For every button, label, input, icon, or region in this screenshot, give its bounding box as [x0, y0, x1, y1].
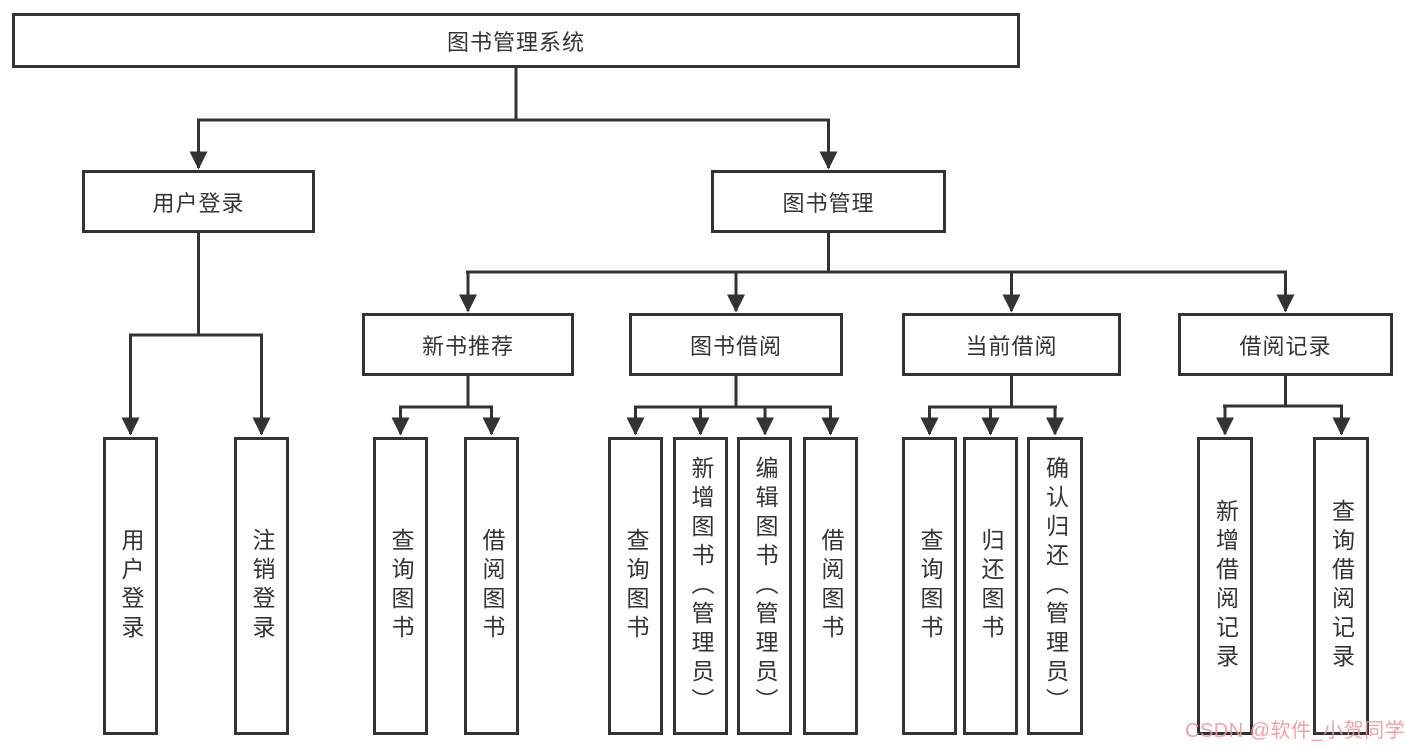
- leaf-add-borrow-record: 新增借阅记录: [1197, 437, 1253, 735]
- leaf-query-borrow-record-label: 查询借阅记录: [1328, 499, 1355, 673]
- leaf-user-login-label: 用户登录: [118, 528, 144, 644]
- node-new-book-recommend-label: 新书推荐: [421, 333, 514, 359]
- leaf-return-book: 归还图书: [963, 437, 1018, 735]
- leaf-borrow-book-label: 借阅图书: [818, 528, 844, 644]
- leaf-query-book-borrowing-label: 查询图书: [623, 528, 649, 644]
- leaf-confirm-return-admin: 确认归还（管理员）: [1027, 437, 1083, 735]
- leaf-edit-book-admin-label: 编辑图书（管理员）: [752, 455, 778, 717]
- node-root-system-label: 图书管理系统: [446, 29, 585, 55]
- leaf-query-book-borrowing: 查询图书: [608, 437, 663, 735]
- leaf-confirm-return-admin-label: 确认归还（管理员）: [1042, 455, 1069, 717]
- leaf-add-book-admin-label: 新增图书（管理员）: [688, 455, 714, 717]
- leaf-borrow-book-recommend-label: 借阅图书: [479, 528, 505, 644]
- node-root-system: 图书管理系统: [12, 13, 1020, 68]
- leaf-query-book-current-label: 查询图书: [917, 528, 943, 644]
- node-current-borrowing: 当前借阅: [902, 313, 1121, 376]
- leaf-query-book-recommend-label: 查询图书: [388, 528, 414, 644]
- node-user-login-label: 用户登录: [152, 190, 245, 216]
- leaf-add-book-admin: 新增图书（管理员）: [673, 437, 728, 735]
- leaf-user-login: 用户登录: [103, 437, 158, 735]
- leaf-borrow-book: 借阅图书: [803, 437, 858, 735]
- node-book-borrowing: 图书借阅: [629, 313, 843, 376]
- leaf-edit-book-admin: 编辑图书（管理员）: [737, 437, 792, 735]
- leaf-add-borrow-record-label: 新增借阅记录: [1212, 499, 1239, 673]
- node-book-management-label: 图书管理: [782, 190, 875, 216]
- node-user-login: 用户登录: [82, 170, 315, 233]
- node-new-book-recommend: 新书推荐: [362, 313, 574, 376]
- leaf-query-book-recommend: 查询图书: [373, 437, 428, 735]
- node-book-management: 图书管理: [711, 170, 946, 233]
- csdn-watermark: CSDN @软件_小贺同学: [1185, 720, 1405, 742]
- node-book-borrowing-label: 图书借阅: [689, 333, 782, 359]
- leaf-query-borrow-record: 查询借阅记录: [1313, 437, 1369, 735]
- node-borrowing-records-label: 借阅记录: [1239, 333, 1332, 359]
- node-borrowing-records: 借阅记录: [1178, 313, 1393, 376]
- leaf-return-book-label: 归还图书: [978, 528, 1004, 644]
- node-current-borrowing-label: 当前借阅: [965, 333, 1058, 359]
- leaf-logout-label: 注销登录: [249, 528, 275, 644]
- leaf-borrow-book-recommend: 借阅图书: [464, 437, 519, 735]
- leaf-logout: 注销登录: [234, 437, 289, 735]
- leaf-query-book-current: 查询图书: [902, 437, 957, 735]
